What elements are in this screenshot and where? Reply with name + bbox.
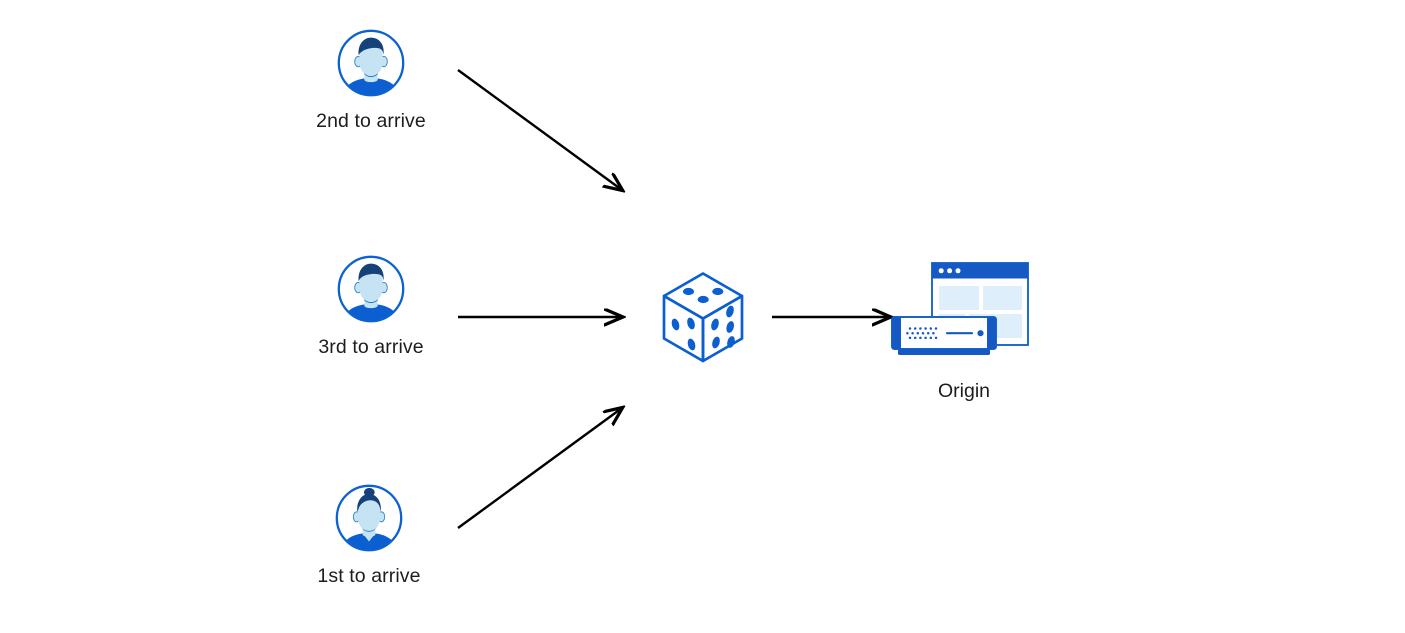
- user-avatar-icon: [334, 26, 408, 100]
- origin-server-icon: [888, 255, 1040, 372]
- dice-node: [657, 268, 749, 371]
- user-avatar-icon: [334, 252, 408, 326]
- user-avatar-icon: [332, 481, 406, 555]
- user-node-3rd: 3rd to arrive: [296, 252, 446, 359]
- dice-cube-icon: [657, 272, 749, 370]
- user-node-2nd: 2nd to arrive: [296, 26, 446, 133]
- user-label-1st: 1st to arrive: [317, 565, 421, 587]
- arrow-2nd-to-dice: [457, 69, 622, 190]
- user-label-3rd: 3rd to arrive: [318, 336, 424, 358]
- origin-label: Origin: [937, 380, 991, 402]
- user-label-2nd: 2nd to arrive: [316, 110, 426, 132]
- origin-node: Origin: [888, 255, 1040, 403]
- server-appliance-shape: [891, 316, 997, 355]
- arrow-1st-to-dice: [457, 408, 622, 529]
- user-node-1st: 1st to arrive: [294, 481, 444, 588]
